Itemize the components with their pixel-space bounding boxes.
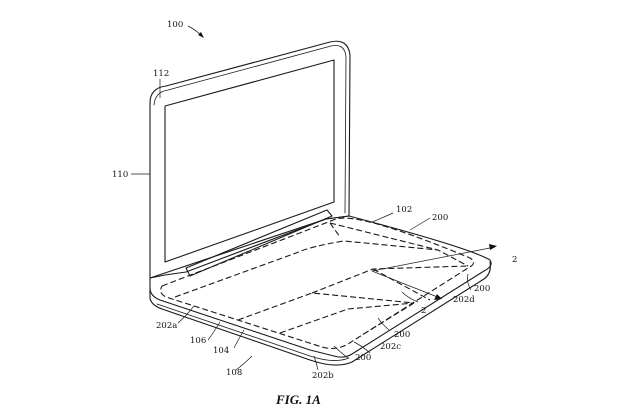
label-202b: 202b: [312, 371, 334, 381]
label-110: 110: [112, 170, 128, 180]
label-200-main: 200: [432, 213, 448, 223]
label-104: 104: [213, 346, 229, 356]
label-100: 100: [167, 20, 183, 30]
section-line: [371, 244, 497, 300]
leader-lines: [131, 25, 472, 371]
display-lid: [149, 40, 351, 279]
label-106: 106: [190, 336, 206, 346]
label-200-front-right: 200: [394, 330, 410, 340]
label-102: 102: [396, 205, 412, 215]
label-202d: 202d: [453, 295, 475, 305]
label-200-right: 200: [474, 284, 490, 294]
display-screen: [164, 59, 335, 263]
label-202a: 202a: [156, 321, 177, 331]
label-108: 108: [226, 368, 242, 378]
hinge: [185, 209, 333, 277]
label-section-a: 2: [512, 255, 517, 265]
label-112: 112: [153, 69, 169, 79]
figure-caption: FIG. 1A: [275, 392, 321, 407]
base: [149, 215, 492, 366]
label-200-front: 200: [355, 353, 371, 363]
label-section-b: 2: [421, 306, 426, 316]
label-202c: 202c: [380, 342, 401, 352]
reference-labels: 100 112 110 102 200 2 200 202d 2 200 202…: [112, 20, 517, 381]
